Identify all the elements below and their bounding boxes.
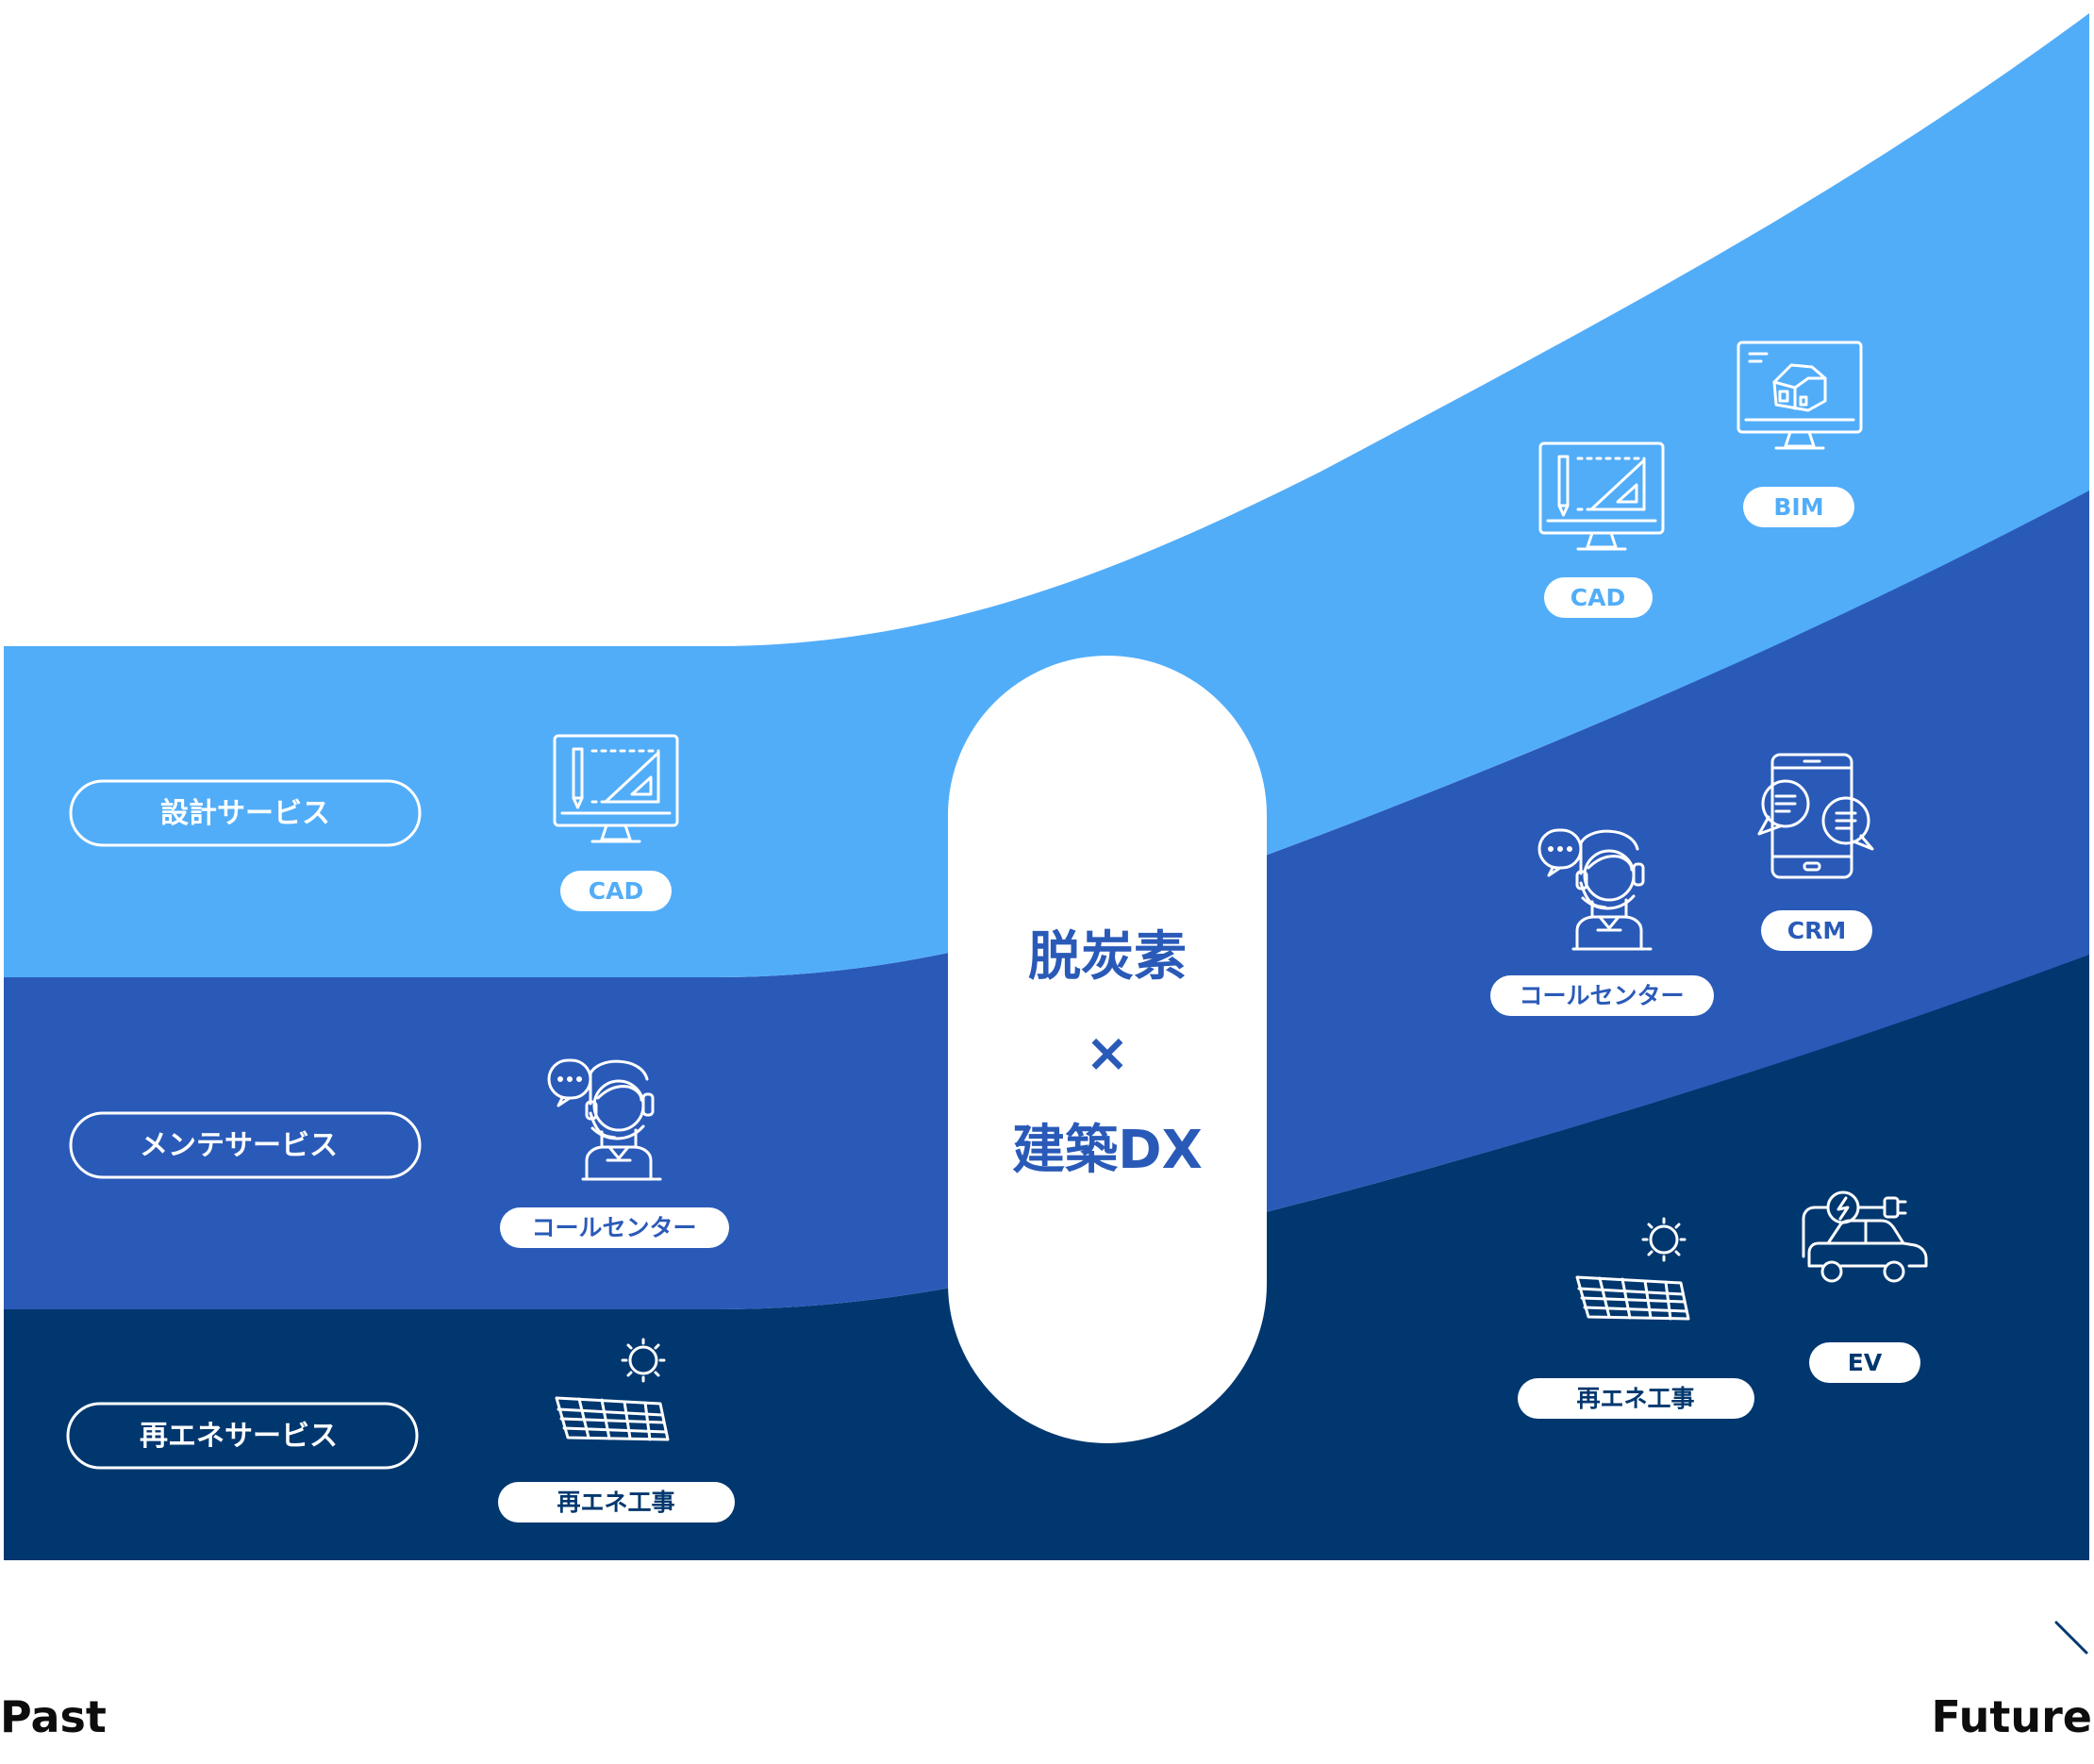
past-cad-item: CAD bbox=[553, 734, 679, 911]
row-label-renewable: 再エネサービス bbox=[66, 1402, 419, 1470]
future-cad-item: CAD bbox=[1538, 441, 1665, 618]
row-label-renewable-text: 再エネサービス bbox=[140, 1420, 338, 1453]
axis-label-past: Past bbox=[0, 1691, 107, 1742]
center-line-decarbonization: 脱炭素 bbox=[1028, 926, 1187, 988]
row-label-design: 設計サービス bbox=[69, 779, 422, 847]
center-times-sign: × bbox=[1086, 1023, 1130, 1084]
future-ev-label: EV bbox=[1848, 1349, 1883, 1376]
axis-label-future: Future bbox=[1931, 1691, 2092, 1742]
row-label-maintenance-text: メンテサービス bbox=[140, 1129, 338, 1162]
row-label-maintenance: メンテサービス bbox=[69, 1111, 422, 1179]
band-middle bbox=[4, 489, 2089, 1309]
center-capsule: 脱炭素 × 建築DX bbox=[948, 656, 1267, 1443]
timeline-axis: Past Future bbox=[0, 1621, 2092, 1742]
band-top bbox=[4, 13, 2089, 977]
future-cad-label: CAD bbox=[1570, 584, 1625, 611]
center-line-construction-dx: 建築DX bbox=[1012, 1120, 1203, 1181]
past-solar-item: 再エネ工事 bbox=[498, 1338, 735, 1523]
future-solar-item: 再エネ工事 bbox=[1518, 1217, 1754, 1419]
future-call-center-label: コールセンター bbox=[1519, 982, 1684, 1009]
past-solar-label: 再エネ工事 bbox=[557, 1489, 674, 1516]
future-ev-item: EV bbox=[1802, 1190, 1928, 1383]
past-call-center-label: コールセンター bbox=[531, 1214, 696, 1241]
past-call-center-item: コールセンター bbox=[500, 1058, 729, 1248]
future-bim-label: BIM bbox=[1773, 493, 1823, 521]
row-label-design-text: 設計サービス bbox=[160, 797, 330, 830]
future-bim-item: BIM bbox=[1737, 341, 1863, 527]
future-crm-item: CRM bbox=[1757, 753, 1874, 951]
future-call-center-item: コールセンター bbox=[1490, 828, 1714, 1016]
arrow-head-icon bbox=[2054, 1621, 2088, 1655]
past-cad-label: CAD bbox=[589, 877, 643, 905]
future-crm-label: CRM bbox=[1787, 917, 1846, 944]
future-solar-label: 再エネ工事 bbox=[1576, 1385, 1694, 1412]
